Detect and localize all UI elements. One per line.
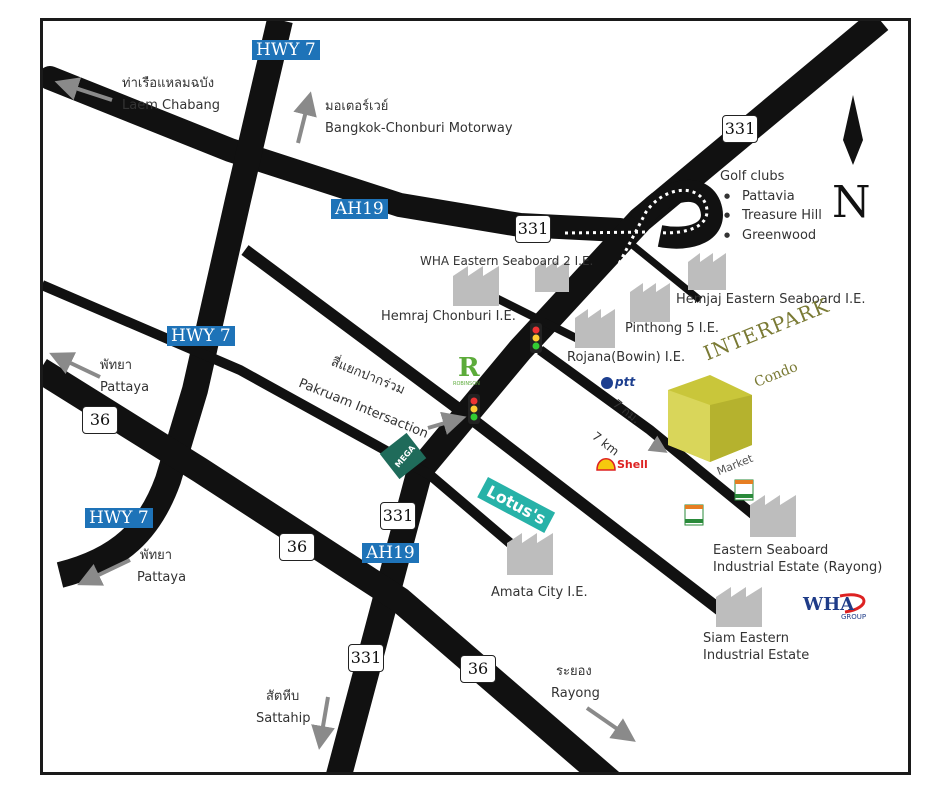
- traffic-light-icon: [468, 394, 480, 424]
- traffic-light-icon: [530, 323, 542, 353]
- dotted-route-golf: [564, 188, 709, 301]
- laem-chabang-label-th: ท่าเรือแหลมฉบัง: [122, 76, 215, 91]
- motorway-label-en: Bangkok-Chonburi Motorway: [325, 121, 513, 136]
- map-frame: [40, 18, 911, 775]
- motorway-label-th: มอเตอร์เวย์: [325, 99, 389, 114]
- pattaya-label-th: พัทยา: [100, 358, 133, 373]
- sattahip-label-en: Sattahip: [256, 711, 311, 726]
- robinson-sub-label: ROBINSON: [453, 381, 480, 387]
- estate-rojana-label: Rojana(Bowin) I.E.: [567, 350, 686, 365]
- golf-club-item: Pattavia: [724, 187, 822, 207]
- ptt-label: ptt: [615, 375, 636, 389]
- estate-wha2-label: WHA Eastern Seaboard 2 I.E.: [420, 254, 594, 268]
- robinson-logo: R: [458, 353, 480, 383]
- estate-hemjaj-label: Hemjaj Eastern Seaboard I.E.: [676, 292, 866, 307]
- route-331-shield: 331: [380, 502, 416, 530]
- route-331-shield: 331: [722, 115, 758, 143]
- hwy7-badge: HWY 7: [167, 326, 235, 346]
- road-secondary-4: [537, 345, 764, 524]
- estate-esie-label: Eastern Seaboard: [713, 543, 829, 558]
- factory-wha2-b: [535, 260, 569, 292]
- factory-wha2: [453, 266, 499, 306]
- arrow-motorway: [293, 91, 317, 144]
- sattahip-label-th: สัตหีบ: [266, 689, 300, 704]
- estate-esie-label: Industrial Estate (Rayong): [713, 560, 883, 575]
- seven-eleven-icon: [734, 479, 754, 501]
- wha-swoosh-icon: [839, 593, 866, 614]
- road-secondary-2: [42, 280, 534, 564]
- arrow-pattaya-2: [77, 558, 131, 586]
- pattaya-label-th: พัทยา: [140, 548, 173, 563]
- factory-hemjaj: [688, 253, 726, 290]
- road-secondary-5: [617, 232, 703, 303]
- route-331-shield: 331: [515, 215, 551, 243]
- road-331: [326, 20, 889, 773]
- route-36-shield: 36: [460, 655, 496, 683]
- hwy7-badge: HWY 7: [85, 508, 153, 528]
- factory-pinthong: [630, 283, 670, 322]
- golf-club-item: Treasure Hill: [724, 206, 822, 226]
- shell-logo-icon: [596, 458, 616, 471]
- factory-esie: [750, 495, 796, 537]
- seven-eleven-icon: [684, 504, 704, 526]
- laem-chabang-label-en: Laem Chabang: [122, 98, 220, 113]
- wha-group-label: GROUP: [841, 613, 867, 621]
- compass-north-label: N: [832, 177, 871, 228]
- golf-clubs-list: Golf clubs Pattavia Treasure Hill Greenw…: [720, 167, 822, 245]
- route-36-shield: 36: [82, 406, 118, 434]
- arrow-sattahip: [311, 696, 335, 750]
- dotted-route-condo: [544, 363, 668, 453]
- rayong-label-en: Rayong: [551, 686, 600, 701]
- factory-siam: [716, 587, 762, 627]
- route-36-shield: 36: [279, 533, 315, 561]
- hwy7-badge: HWY 7: [252, 40, 320, 60]
- road-secondary-1: [241, 245, 724, 615]
- pattaya-label-en: Pattaya: [100, 380, 150, 395]
- arrow-intersection: [427, 411, 467, 435]
- estate-amata-label: Amata City I.E.: [491, 585, 588, 600]
- estate-siam-label: Industrial Estate: [703, 648, 810, 663]
- route-331-shield: 331: [348, 644, 384, 672]
- wha-logo: WHA: [803, 594, 855, 615]
- estate-hemraj-label: Hemraj Chonburi I.E.: [381, 309, 516, 324]
- ah19-badge: AH19: [331, 199, 388, 219]
- factory-rojana: [575, 309, 615, 348]
- ptt-logo-icon: [601, 377, 613, 389]
- golf-club-item: Greenwood: [724, 226, 822, 246]
- road-golf-loop: [630, 180, 723, 249]
- factory-amata: [507, 533, 553, 575]
- arrow-laem-chabang: [54, 77, 113, 102]
- road-ah19-west: [42, 66, 632, 242]
- estate-pinthong-label: Pinthong 5 I.E.: [625, 321, 720, 336]
- shell-label: Shell: [617, 458, 648, 471]
- golf-clubs-title: Golf clubs: [720, 169, 785, 184]
- arrow-pattaya-1: [49, 352, 101, 379]
- north-arrow-icon: [843, 95, 863, 165]
- rayong-label-th: ระยอง: [556, 664, 592, 679]
- pattaya-label-en: Pattaya: [137, 570, 187, 585]
- arrow-rayong: [585, 706, 636, 742]
- ah19-badge: AH19: [362, 543, 419, 563]
- estate-siam-label: Siam Eastern: [703, 631, 790, 646]
- condo-block: [668, 375, 752, 462]
